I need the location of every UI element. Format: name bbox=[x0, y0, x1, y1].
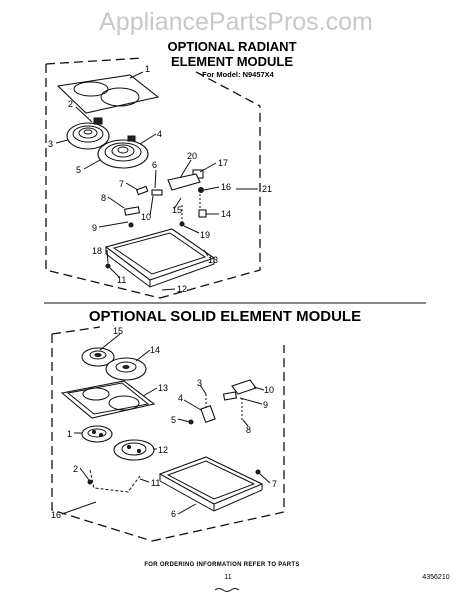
callout-s1-9: 9 bbox=[92, 223, 97, 233]
radiant-element-small bbox=[66, 117, 110, 150]
callout-s1-14: 14 bbox=[221, 209, 231, 219]
section1-title-line1: OPTIONAL RADIANT bbox=[167, 39, 296, 54]
callout-s2-8: 8 bbox=[246, 425, 251, 435]
callout-s1-2: 2 bbox=[68, 99, 73, 109]
section1-boundary bbox=[45, 57, 261, 299]
radiant-hardware bbox=[105, 169, 207, 269]
ordering-info-note: FOR ORDERING INFORMATION REFER TO PARTS bbox=[144, 562, 299, 568]
watermark-text: AppliancePartsPros.com bbox=[99, 8, 373, 36]
solid-element-trim-plate bbox=[60, 380, 156, 419]
callout-s1-18: 18 bbox=[92, 246, 102, 256]
solid-element-burner-left bbox=[81, 425, 113, 443]
callout-s1-1: 1 bbox=[145, 64, 150, 74]
handwritten-mark bbox=[214, 588, 240, 592]
callout-s1-6: 6 bbox=[152, 160, 157, 170]
radiant-housing-pan bbox=[104, 228, 216, 288]
callout-s2-15: 15 bbox=[113, 326, 123, 336]
callout-s1-16: 16 bbox=[221, 182, 231, 192]
callout-s2-11: 11 bbox=[151, 478, 160, 488]
callout-s1-10: 10 bbox=[141, 212, 151, 222]
callout-s1-11: 11 bbox=[117, 275, 126, 285]
section1-title-line2: ELEMENT MODULE bbox=[171, 54, 293, 69]
callout-s2-10: 10 bbox=[264, 385, 274, 395]
callout-s2-13: 13 bbox=[158, 383, 168, 393]
callout-s2-12: 12 bbox=[158, 445, 168, 455]
section2-leader-lines bbox=[61, 333, 271, 515]
callout-s2-6: 6 bbox=[171, 509, 176, 519]
callout-s1-13: 13 bbox=[208, 255, 218, 265]
callout-s2-9: 9 bbox=[263, 400, 268, 410]
callout-s1-7: 7 bbox=[119, 179, 124, 189]
solid-element-burner-right bbox=[113, 439, 155, 461]
callout-s2-16: 16 bbox=[51, 510, 61, 520]
callout-s1-19: 19 bbox=[200, 230, 210, 240]
callout-s1-3: 3 bbox=[48, 139, 53, 149]
callout-s1-4: 4 bbox=[157, 129, 162, 139]
solid-element-small-top bbox=[81, 347, 115, 367]
section2-title: OPTIONAL SOLID ELEMENT MODULE bbox=[89, 308, 361, 325]
section2-boundary bbox=[51, 326, 285, 542]
page-number: 11 bbox=[224, 574, 231, 581]
section2-callouts: 1 2 3 4 5 6 7 8 9 10 11 12 13 14 15 16 bbox=[51, 326, 277, 520]
callout-s2-14: 14 bbox=[150, 345, 160, 355]
callout-s1-17: 17 bbox=[218, 158, 228, 168]
callout-s1-12: 12 bbox=[177, 284, 187, 294]
callout-s1-5: 5 bbox=[76, 165, 81, 175]
callout-s1-20: 20 bbox=[187, 151, 197, 161]
callout-s1-8: 8 bbox=[101, 193, 106, 203]
callout-s2-1: 1 bbox=[67, 429, 72, 439]
solid-element-housing-pan bbox=[158, 456, 264, 512]
radiant-glass-top bbox=[56, 74, 160, 114]
document-part-number: 4356210 bbox=[422, 574, 449, 581]
callout-s2-5: 5 bbox=[171, 415, 176, 425]
callout-s1-15: 15 bbox=[172, 205, 182, 215]
section1-leader-lines bbox=[55, 71, 258, 291]
callout-s2-3: 3 bbox=[197, 378, 202, 388]
solid-element-large-top bbox=[105, 357, 147, 381]
radiant-element-large bbox=[97, 135, 149, 169]
section1-callouts: 1 2 3 4 5 6 7 8 9 10 11 12 13 14 15 16 1… bbox=[48, 64, 272, 294]
callout-s2-7: 7 bbox=[272, 479, 277, 489]
solid-element-bracket bbox=[87, 469, 141, 493]
callout-s2-2: 2 bbox=[73, 464, 78, 474]
section1-model-label: For Model: N9457X4 bbox=[202, 70, 275, 79]
callout-s2-4: 4 bbox=[178, 393, 183, 403]
callout-s1-21: 21 bbox=[262, 184, 272, 194]
